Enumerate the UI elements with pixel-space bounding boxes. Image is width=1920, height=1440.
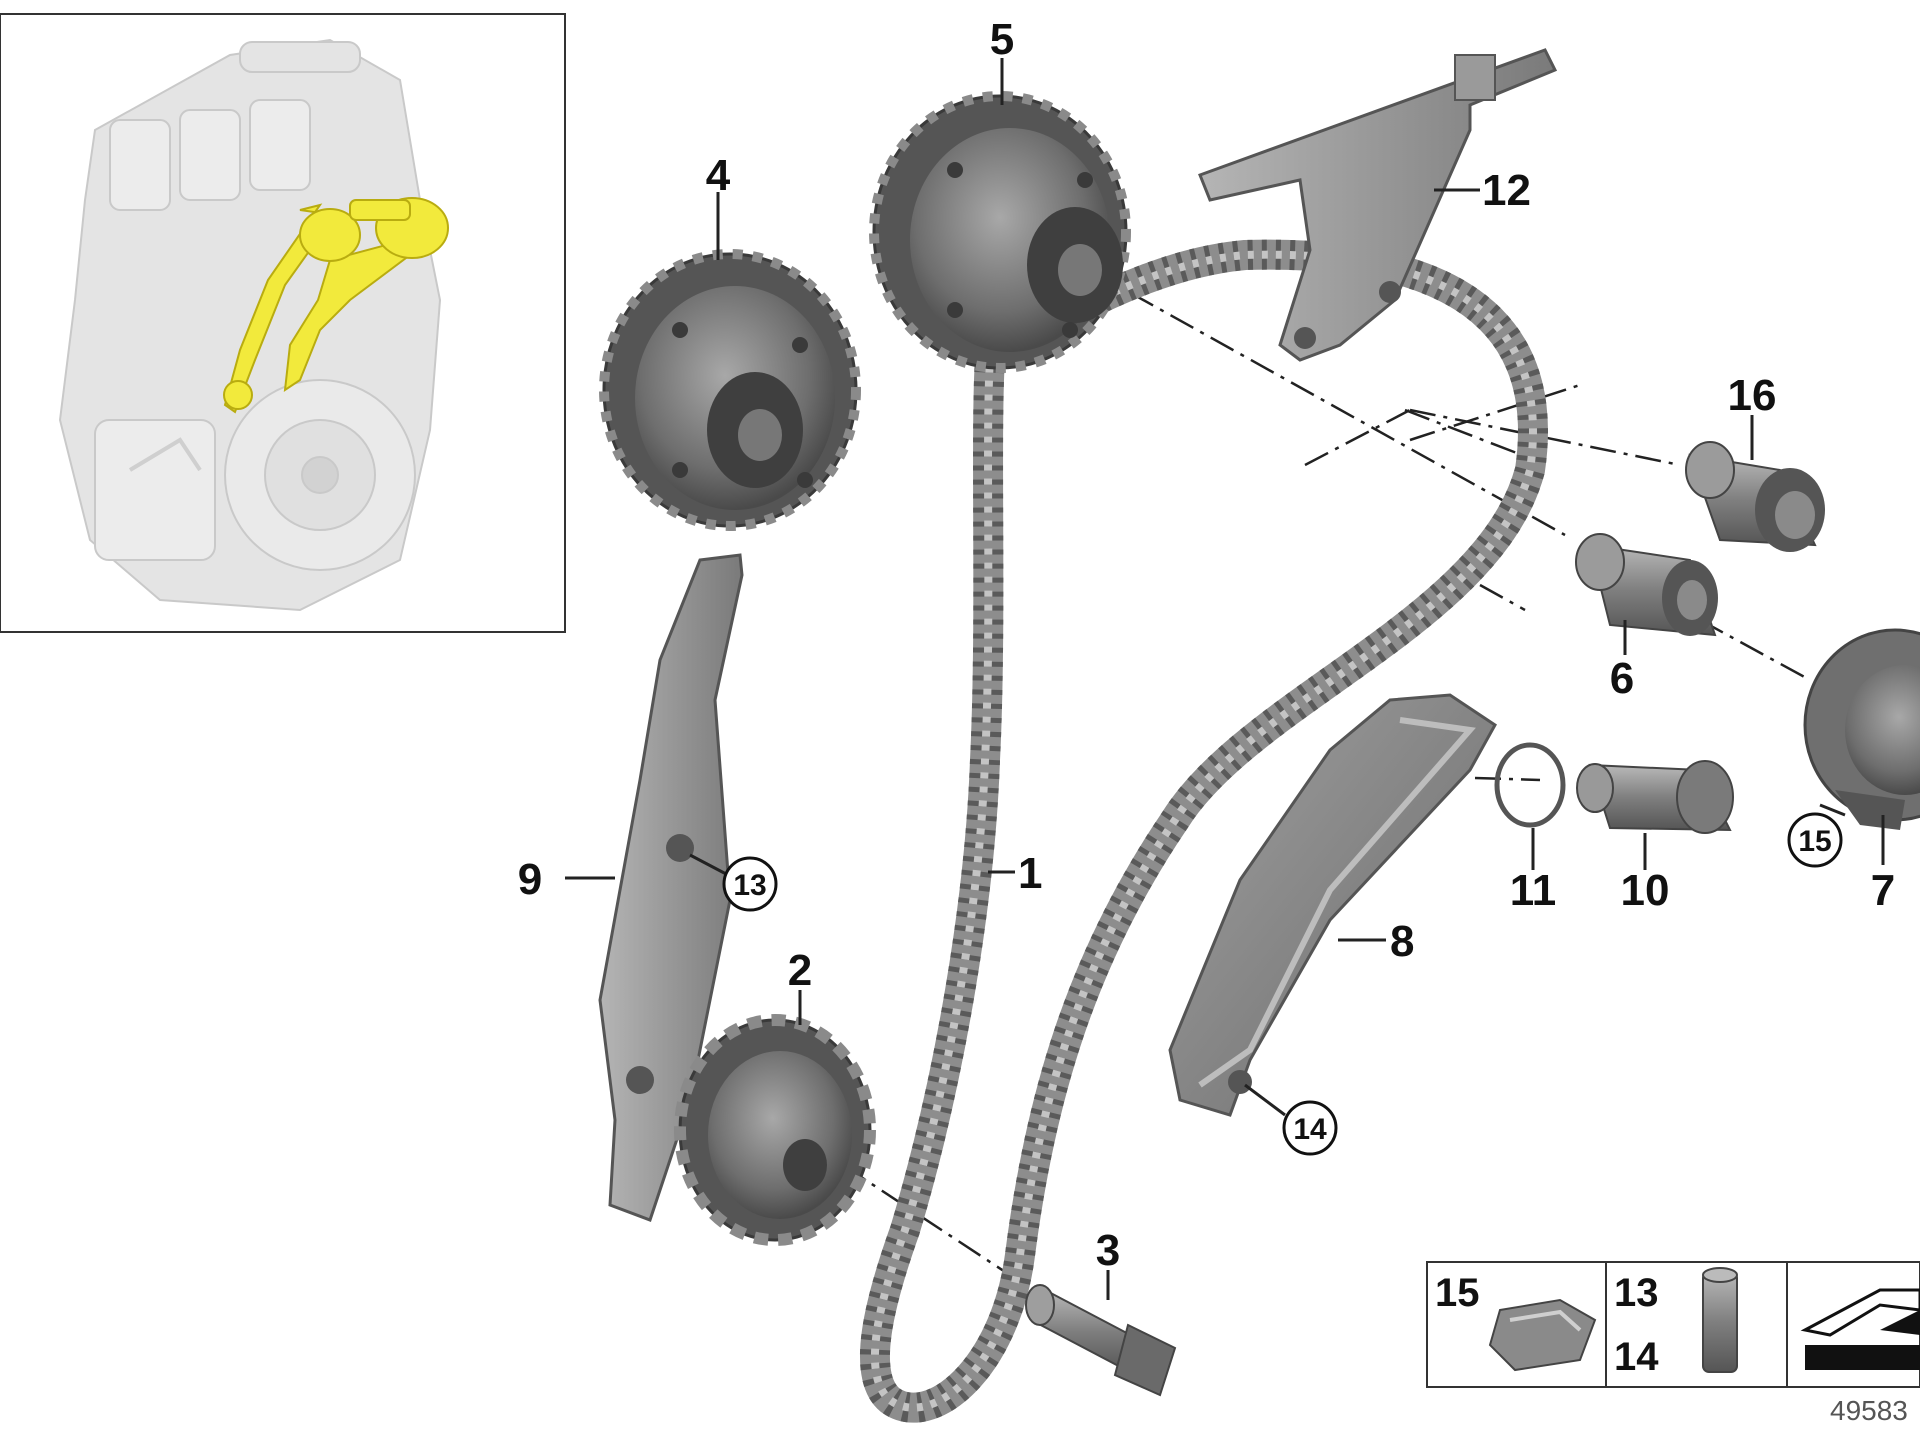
callout-1: 1 — [1018, 849, 1042, 898]
callout-labels: 4 5 12 16 6 7 8 10 11 1 9 2 3 — [518, 15, 1895, 1275]
callout-4: 4 — [706, 151, 731, 200]
central-bolt — [1025, 1284, 1177, 1397]
engine-overview-inset — [0, 13, 566, 633]
circled-13: 13 — [733, 869, 766, 902]
tensioner-piston — [1576, 760, 1734, 834]
callout-7: 7 — [1871, 866, 1895, 915]
guide-rail-lower — [1168, 693, 1497, 1117]
camshaft-adjuster-intake — [599, 249, 861, 531]
callout-6: 6 — [1610, 654, 1634, 703]
chain-tensioner-housing — [1803, 628, 1920, 830]
callout-8: 8 — [1390, 917, 1414, 966]
circled-15: 15 — [1798, 825, 1831, 858]
seal-ring — [1494, 742, 1566, 828]
callout-16: 16 — [1728, 371, 1777, 420]
legend-label-15: 15 — [1435, 1271, 1480, 1315]
oil-control-valve-16 — [1685, 441, 1825, 552]
callout-5: 5 — [990, 15, 1014, 64]
timing-chain — [859, 239, 1548, 1423]
document-number: 49583 — [1830, 1395, 1908, 1426]
clip-icon — [1488, 1298, 1597, 1372]
crankshaft-sprocket — [674, 1014, 876, 1246]
camshaft-adjuster-exhaust — [869, 91, 1131, 373]
callout-10: 10 — [1621, 866, 1670, 915]
circled-references: 13 14 15 — [722, 812, 1843, 1156]
circled-14: 14 — [1293, 1113, 1327, 1146]
tensioner-rail — [598, 553, 744, 1222]
callout-12: 12 — [1482, 166, 1531, 215]
leader-lines — [565, 58, 1885, 1300]
legend-label-13: 13 — [1614, 1271, 1659, 1315]
callout-3: 3 — [1096, 1226, 1120, 1275]
upper-guide-rail — [1198, 48, 1558, 362]
reference-arrow-icon — [1800, 1288, 1920, 1370]
callout-2: 2 — [788, 946, 812, 995]
callout-11: 11 — [1510, 866, 1557, 915]
legend-label-14: 14 — [1614, 1335, 1659, 1379]
legend-table: 15 13 14 — [1426, 1261, 1920, 1388]
callout-9: 9 — [518, 855, 542, 904]
dowel-sleeve-icon — [1702, 1267, 1738, 1373]
highlighted-timing-drive — [223, 197, 449, 414]
oil-control-valve-6 — [1575, 533, 1718, 637]
